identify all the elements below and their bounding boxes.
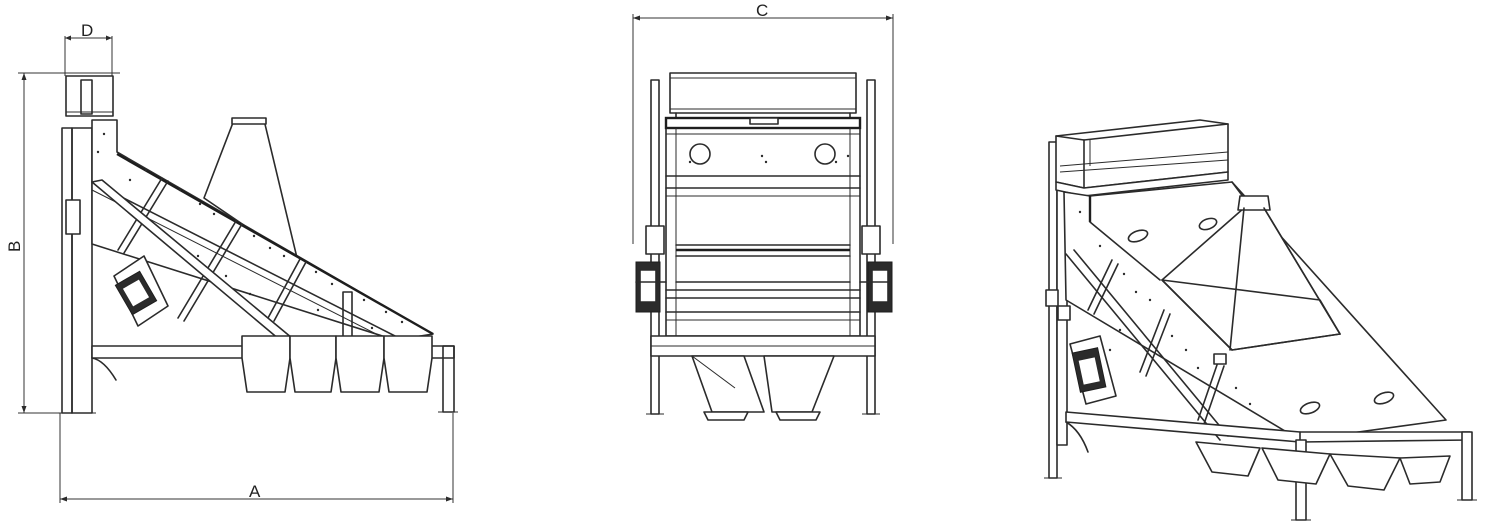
dimension-c: C: [632, 1, 894, 244]
dimension-a-label: A: [249, 482, 261, 501]
vibration-motor-icon: [113, 255, 169, 327]
front-view: C: [632, 1, 894, 421]
left-motor-icon: [635, 225, 667, 313]
dimension-b: B: [5, 72, 120, 414]
iso-motor-icon: [1069, 335, 1117, 405]
dimension-d-label: D: [81, 21, 93, 40]
right-motor-icon: [859, 225, 893, 313]
dimension-b-label: B: [5, 241, 24, 252]
side-view: D B A: [5, 21, 458, 503]
dimension-a: A: [59, 413, 454, 503]
dimension-c-label: C: [756, 1, 768, 20]
dimension-d: D: [64, 21, 113, 76]
isometric-view: [1044, 119, 1477, 521]
